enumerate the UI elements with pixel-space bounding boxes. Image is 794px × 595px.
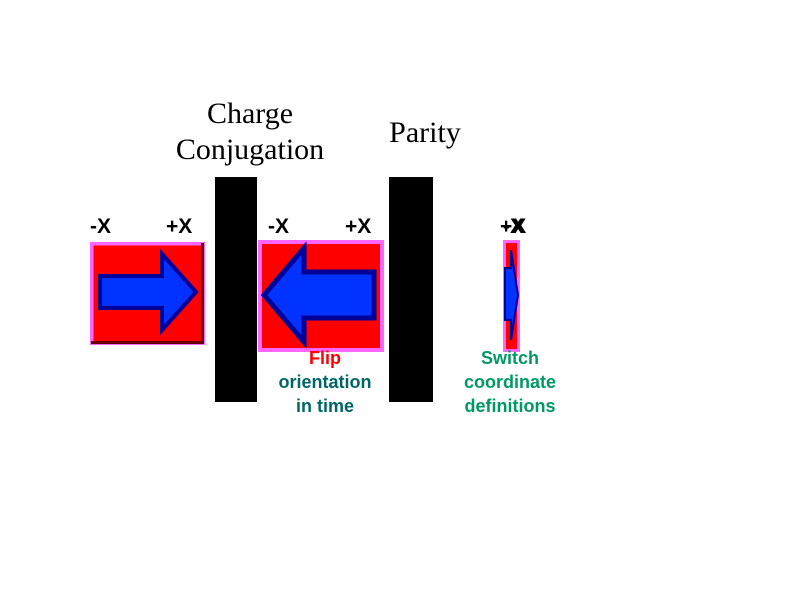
box-edge-on [503, 240, 520, 352]
note-switch-line-3: definitions [464, 396, 556, 416]
box-left-arrow [258, 240, 384, 352]
note-switch-coordinates: Switch coordinate definitions [440, 346, 580, 418]
charge-conjugation-title: Charge Conjugation [150, 96, 350, 168]
barrier-right [389, 177, 433, 402]
note-switch-line-1: Switch [480, 348, 539, 368]
note-flip-line-1: Flip [309, 348, 341, 368]
parity-title: Parity [389, 116, 461, 149]
note-flip-line-2: orientation [278, 372, 372, 392]
arrow-edge-icon [504, 249, 520, 341]
axis-label-plus-x-2: +X [345, 215, 372, 238]
axis-label-plus-x-3: +X [500, 215, 527, 238]
axis-label-minus-x-2: -X [268, 215, 289, 238]
note-flip-orientation: Flip orientation in time [255, 346, 395, 418]
barrier-left [215, 177, 257, 402]
axis-label-plus-x-1: +X [166, 215, 193, 238]
arrow-right-icon [98, 248, 199, 336]
arrow-left-icon [260, 241, 377, 349]
axis-label-minus-x-3: -X [503, 215, 524, 238]
note-switch-line-2: coordinate [463, 372, 556, 392]
box-right-arrow [90, 242, 205, 345]
title-line-charge: Charge [206, 97, 294, 130]
title-line-conjugation: Conjugation [175, 133, 325, 166]
note-flip-line-3: in time [295, 396, 354, 416]
axis-label-minus-x-1: -X [90, 215, 111, 238]
